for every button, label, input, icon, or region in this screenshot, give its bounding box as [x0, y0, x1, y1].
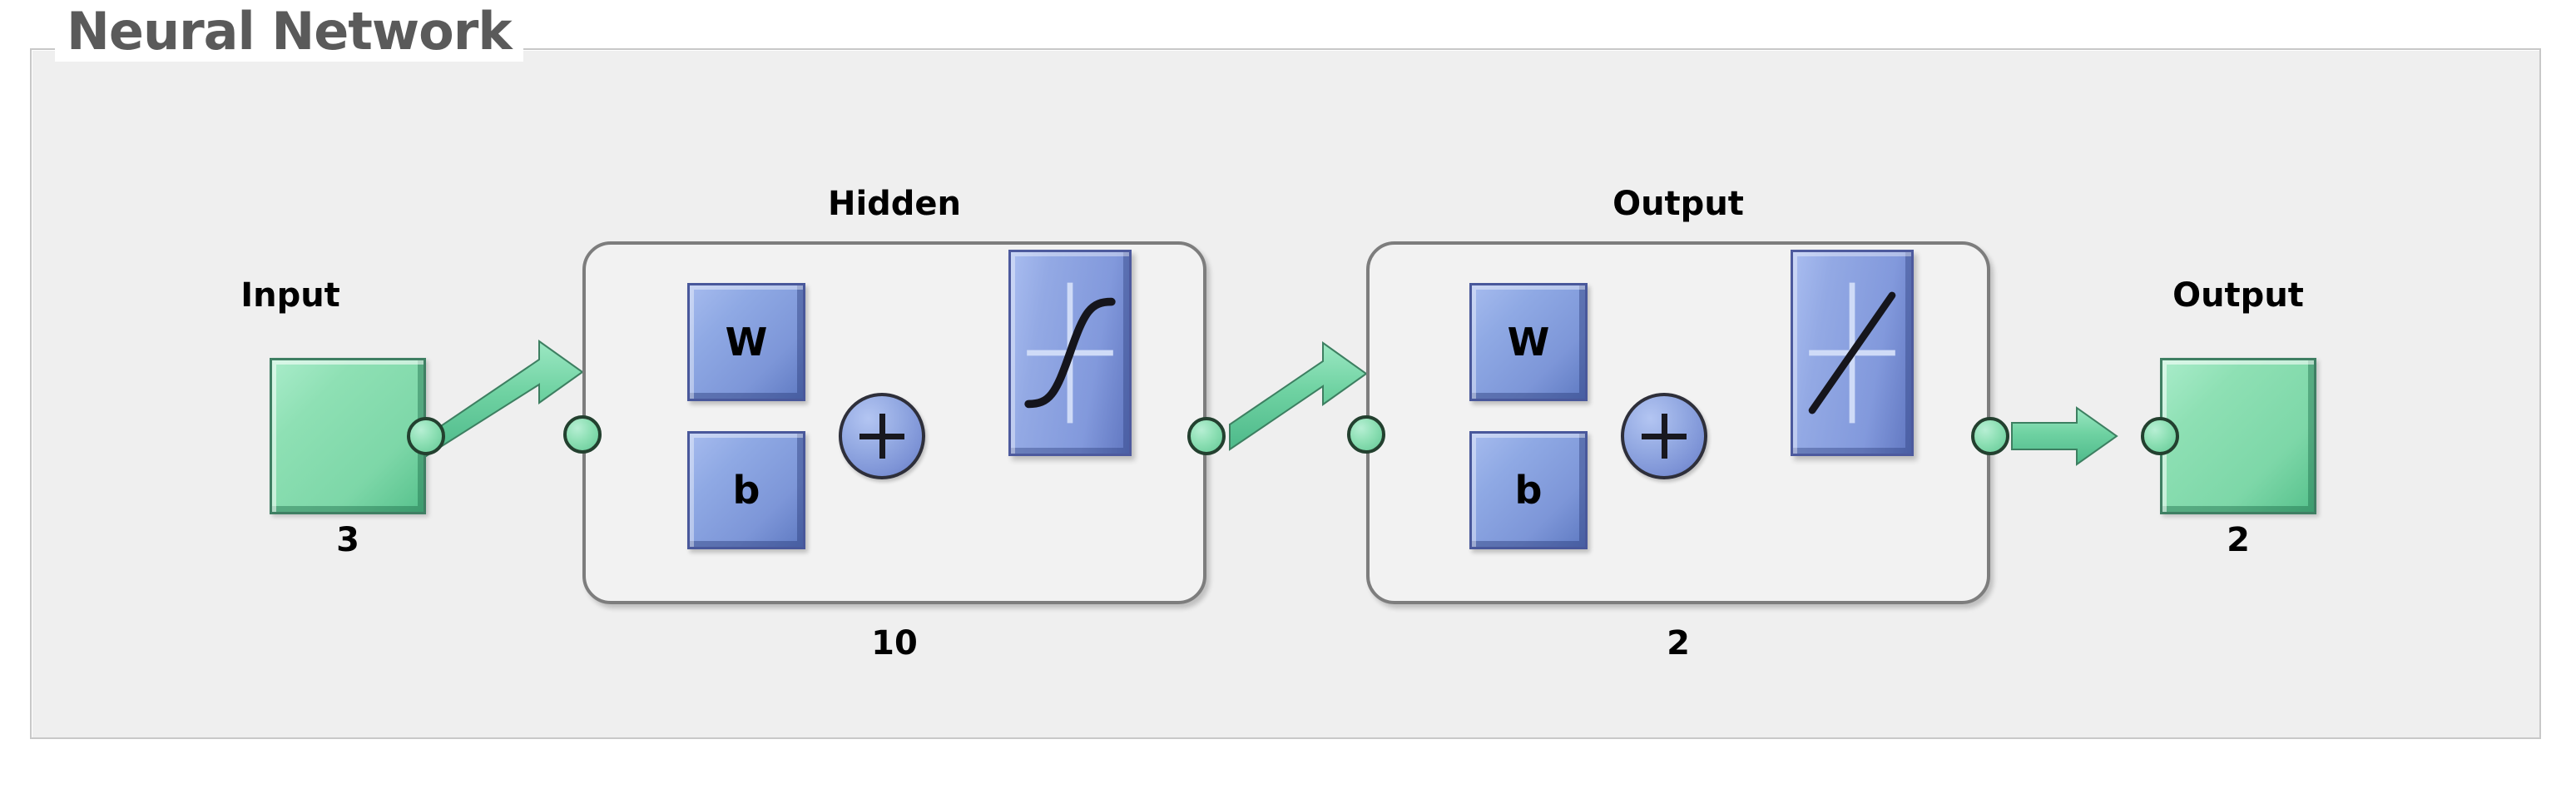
output-layer-label: Output — [1612, 185, 1744, 223]
output-size-label: 2 — [2227, 521, 2250, 559]
output-layer-input-node — [1347, 415, 1385, 454]
hidden-bias-block: b — [687, 431, 805, 549]
output-sum-circle — [1621, 393, 1707, 479]
page-title: Neural Network — [55, 2, 523, 62]
input-output-node — [407, 417, 445, 455]
output-transfer-function-linear-block — [1791, 250, 1914, 456]
output-bias-block: b — [1469, 431, 1588, 549]
input-block — [270, 358, 426, 514]
output-block — [2160, 358, 2316, 514]
output-layer-size-label: 2 — [1667, 624, 1690, 662]
hidden-layer-size-label: 10 — [871, 624, 918, 662]
input-size-label: 3 — [336, 521, 359, 559]
output-label: Output — [2172, 276, 2304, 315]
output-layer-output-node — [1971, 417, 2009, 455]
hidden-sum-circle — [839, 393, 925, 479]
hidden-layer-input-node — [563, 415, 602, 454]
output-weight-block: W — [1469, 283, 1588, 401]
hidden-layer-label: Hidden — [827, 185, 962, 223]
hidden-layer-output-node — [1187, 417, 1226, 455]
output-block-input-node — [2141, 417, 2179, 455]
hidden-transfer-function-sigmoid-block — [1008, 250, 1132, 456]
hidden-weight-block: W — [687, 283, 805, 401]
input-label: Input — [240, 276, 340, 315]
